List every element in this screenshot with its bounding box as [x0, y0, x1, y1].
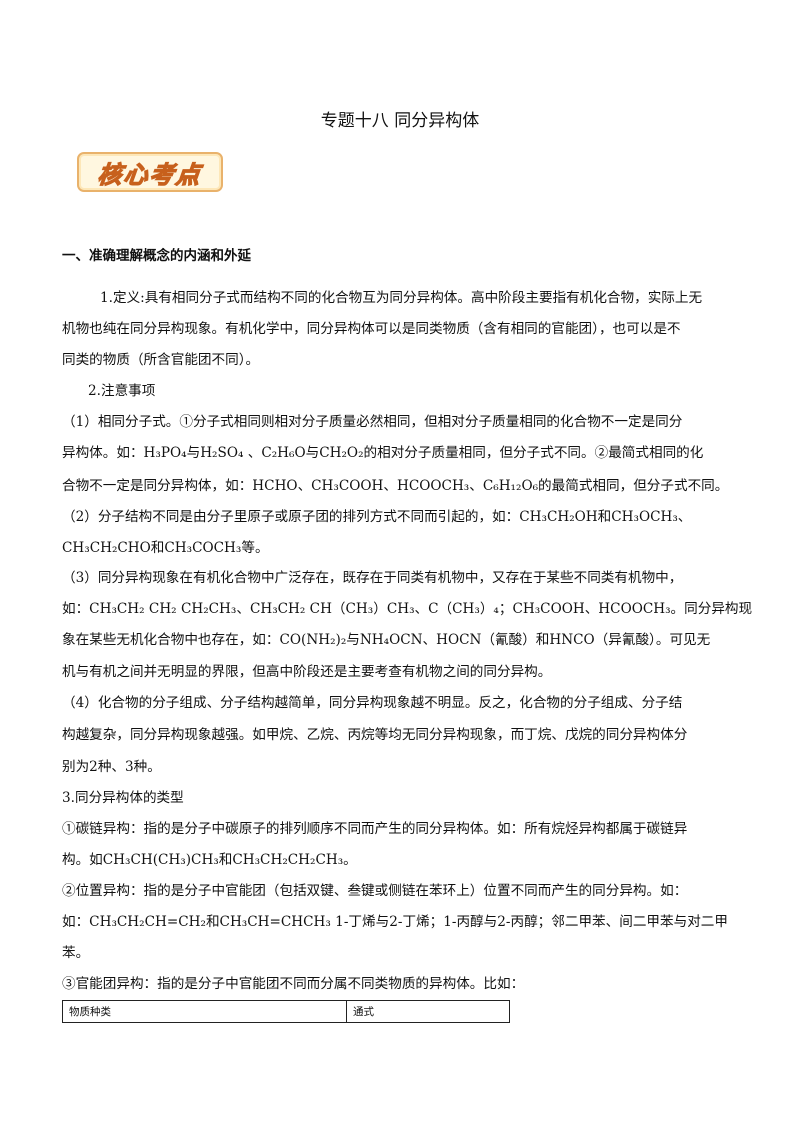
paragraph-line: 如：CH₃CH₂ CH₂ CH₂CH₃、CH₃CH₂ CH（CH₃）CH₃、C（… [62, 601, 753, 617]
paragraph-line: 苯。 [62, 945, 90, 961]
table-header-general-formula: 通式 [353, 1006, 374, 1018]
paragraph-line: 合物不一定是同分异构体，如：HCHO、CH₃COOH、HCOOCH₃、C₆H₁₂… [62, 478, 729, 494]
paragraph-line: （1）相同分子式。①分子式相同则相对分子质量必然相同，但相对分子质量相同的化合物… [62, 414, 683, 430]
isomer-type-table: 物质种类 通式 [62, 1000, 510, 1023]
badge-label: 核心考点 [96, 160, 204, 189]
paragraph-line: 1.定义:具有相同分子式而结构不同的化合物互为同分异构体。高中阶段主要指有机化合… [100, 290, 703, 306]
paragraph-line: ①碳链异构：指的是分子中碳原子的排列顺序不同而产生的同分异构体。如：所有烷烃异构… [62, 821, 688, 837]
paragraph-line: ③官能团异构：指的是分子中官能团不同而分属不同类物质的异构体。比如： [62, 976, 525, 992]
paragraph-line: CH₃CH₂CHO和CH₃COCH₃等。 [62, 540, 269, 556]
paragraph-line: （2）分子结构不同是由分子里原子或原子团的排列方式不同而引起的，如：CH₃CH₂… [62, 509, 692, 525]
paragraph-line: 机物也纯在同分异构现象。有机化学中，同分异构体可以是同类物质（含有相同的官能团）… [62, 321, 681, 337]
paragraph-line: 异构体。如：H₃PO₄与H₂SO₄ 、C₂H₆O与CH₂O₂的相对分子质量相同，… [62, 445, 704, 461]
paragraph-line: 3.同分异构体的类型 [62, 790, 184, 806]
paragraph-line: （3）同分异构现象在有机化合物中广泛存在，既存在于同类有机物中，又存在于某些不同… [62, 570, 683, 586]
paragraph-line: 象在某些无机化合物中也存在，如：CO(NH₂)₂与NH₄OCN、HOCN（氰酸）… [62, 632, 711, 648]
paragraph-line: ②位置异构：指的是分子中官能团（包括双键、叁键或侧链在苯环上）位置不同而产生的同… [62, 883, 688, 899]
paragraph-line: （4）化合物的分子组成、分子结构越简单，同分异构现象越不明显。反之，化合物的分子… [62, 695, 683, 711]
paragraph-line: 2.注意事项 [88, 383, 156, 399]
page-title: 专题十八 同分异构体 [320, 111, 480, 131]
paragraph-line: 构越复杂，同分异构现象越强。如甲烷、乙烷、丙烷等均无同分异构现象，而丁烷、戊烷的… [62, 727, 688, 743]
paragraph-line: 构。如CH₃CH(CH₃)CH₃和CH₃CH₂CH₂CH₃。 [62, 852, 357, 868]
paragraph-line: 机与有机之间并无明显的界限，但高中阶段还是主要考查有机物之间的同分异构。 [62, 664, 552, 680]
paragraph-line: 同类的物质（所含官能团不同）。 [62, 352, 260, 368]
paragraph-line: 如：CH₃CH₂CH=CH₂和CH₃CH=CHCH₃ 1-丁烯与2-丁烯；1-丙… [62, 914, 728, 930]
section-heading: 一、准确理解概念的内涵和外延 [62, 248, 251, 264]
table-header-substance-type: 物质种类 [63, 1001, 347, 1022]
paragraph-line: 别为2种、3种。 [62, 759, 161, 775]
core-points-badge: 核心考点 [77, 152, 223, 192]
